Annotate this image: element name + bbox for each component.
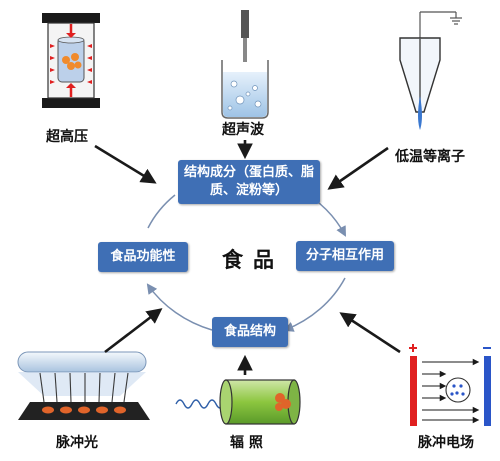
cold-plasma-device-icon [399,11,462,130]
irradiation-chamber-icon [175,379,301,425]
arrow-high-pressure [94,144,157,184]
pulsed-electric-field-icon [409,344,491,426]
molecular-interaction-box: 分子相互作用 [296,241,394,271]
food-functionality-box: 食品功能性 [98,242,188,272]
high-pressure-vessel-icon [42,13,100,108]
high-pressure-label: 超高压 [46,129,88,145]
cold-plasma-label: 低温等离子 [395,149,465,165]
pulsed-light-lamp-icon [17,351,150,420]
arrow-cold-plasma [327,146,389,190]
technology-arrows [94,140,401,375]
irradiation-label: 辐 照 [230,435,263,451]
pulsed-electric-field-label: 脉冲电场 [418,435,474,451]
pulsed-light-label: 脉冲光 [56,435,98,451]
food-structure-box: 食品结构 [212,317,288,347]
center-food-label: 食品 [222,248,284,272]
ultrasound-beaker-icon [221,10,269,119]
arrow-pulsed-electric-field [339,312,401,354]
arrow-pulsed-light [104,308,163,354]
structure-components-box: 结构成分（蛋白质、脂质、淀粉等） [178,160,320,204]
ultrasound-label: 超声波 [222,122,264,138]
